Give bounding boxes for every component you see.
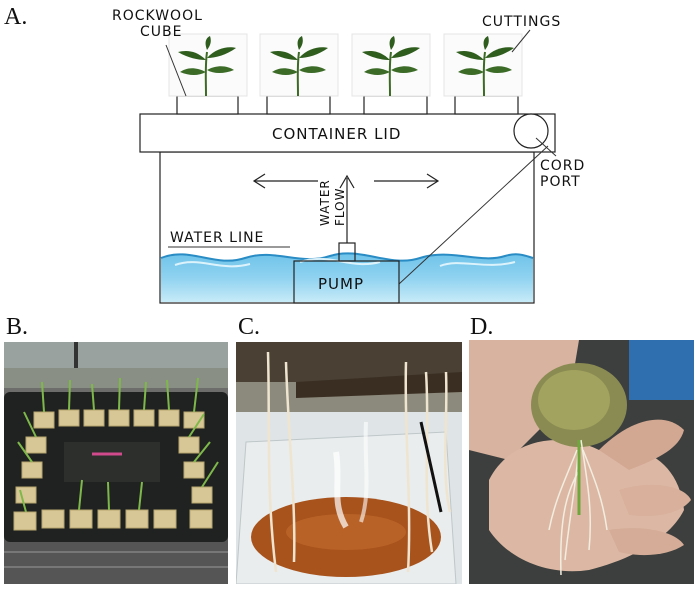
water-flow-line2: FLOW — [333, 187, 347, 226]
water-line-label: WATER LINE — [170, 230, 265, 246]
cutting-4 — [443, 33, 523, 97]
pump-label: PUMP — [318, 275, 365, 293]
panel-b-letter: B. — [6, 314, 29, 340]
rockwool-label-line1: ROCKWOOL — [112, 8, 203, 24]
cutting-3 — [351, 33, 431, 97]
photo-rooted-cutting-in-hand — [469, 340, 694, 584]
photo-rockwool-tray — [4, 342, 228, 584]
container-lid — [139, 113, 556, 153]
cuttings-label: CUTTINGS — [482, 14, 562, 30]
panel-d-letter: D. — [470, 314, 494, 340]
panel-a-letter: A. — [4, 4, 28, 30]
cutting-2 — [259, 33, 339, 97]
cord-port — [513, 113, 549, 149]
wave-crest — [160, 252, 534, 262]
cord-port-line1: CORD — [540, 158, 586, 174]
container-lid-label: CONTAINER LID — [272, 125, 402, 143]
cord-port-line2: PORT — [540, 174, 581, 190]
cloner-diagram — [139, 29, 557, 304]
photo-roots-in-container — [236, 342, 462, 584]
cord-port-label: CORD PORT — [540, 158, 585, 190]
panel-c-letter: C. — [238, 314, 261, 340]
rockwool-cup-4 — [454, 95, 519, 115]
pump-cord — [398, 145, 549, 285]
rockwool-label-line2: CUBE — [140, 24, 183, 40]
rockwool-cup-3 — [363, 95, 428, 115]
rockwool-cup-1 — [176, 95, 239, 115]
water-flow-line1: WATER — [318, 179, 332, 226]
water-flow-label: WATER FLOW — [318, 179, 348, 226]
rockwool-cube-label: ROCKWOOL CUBE — [112, 8, 203, 40]
cutting-1 — [168, 33, 248, 97]
rockwool-cup-2 — [266, 95, 331, 115]
